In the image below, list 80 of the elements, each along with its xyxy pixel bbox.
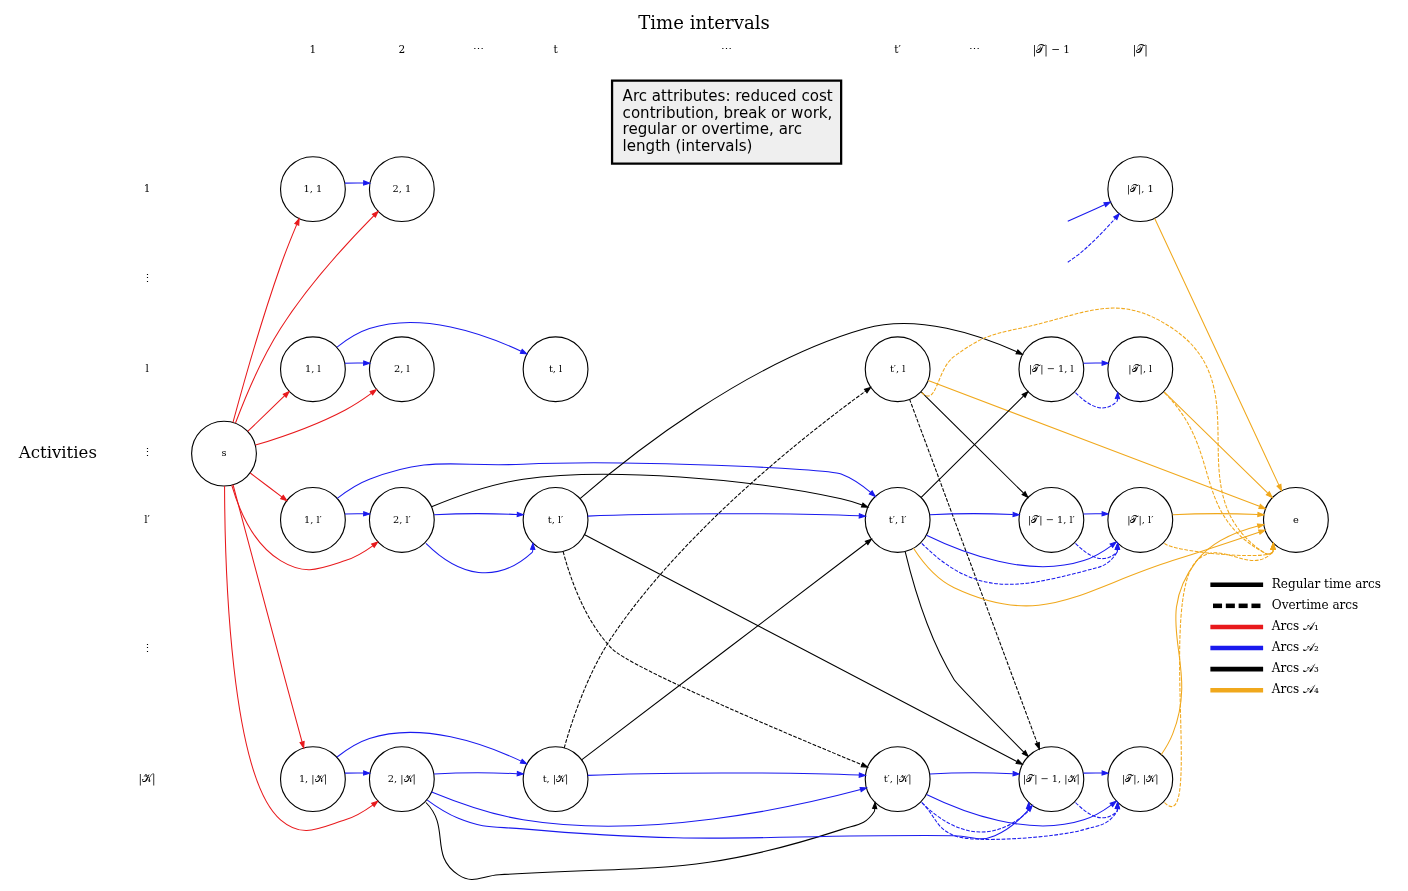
arrow	[927, 380, 1267, 510]
arrow	[336, 321, 529, 355]
arrow	[433, 511, 525, 518]
legend-label: Arcs 𝒜₄	[1271, 682, 1319, 697]
node-circle: s	[191, 420, 257, 487]
legend-label: Overtime arcs	[1271, 597, 1359, 612]
arrow	[1074, 800, 1121, 819]
arrow	[587, 772, 867, 778]
legend-label: Arcs 𝒜₃	[1271, 660, 1319, 675]
arrow	[249, 472, 289, 502]
arrow	[425, 541, 536, 574]
legend-label: Arcs 𝒜₂	[1271, 639, 1319, 654]
label: ⋮	[141, 446, 153, 459]
label: 2	[398, 43, 406, 56]
label: t	[553, 43, 558, 56]
arrow	[232, 217, 300, 423]
arrow	[1082, 510, 1110, 517]
legend-label: Regular time arcs	[1271, 576, 1382, 591]
arrow	[344, 770, 372, 776]
arrow	[563, 386, 872, 749]
arrow	[431, 786, 868, 827]
arrow	[1074, 391, 1121, 409]
arrow	[1074, 541, 1121, 560]
label: t′	[894, 43, 901, 56]
label: ⋯	[721, 43, 733, 56]
arrow	[336, 462, 877, 499]
arrow	[1163, 541, 1276, 808]
arrow	[231, 484, 379, 571]
arrow	[921, 307, 1276, 555]
arrow	[247, 390, 291, 432]
arrow	[579, 322, 1024, 500]
label: ⋯	[969, 43, 981, 56]
arrow	[431, 473, 870, 508]
arrow	[1067, 201, 1112, 222]
arrow	[584, 534, 1024, 766]
arrow	[1163, 392, 1276, 555]
legend-label: Arcs 𝒜₁	[1271, 618, 1319, 633]
label: |𝒯|	[1132, 43, 1148, 56]
label: 1	[143, 181, 151, 194]
label: |𝒦|	[138, 771, 156, 784]
arrow	[1082, 770, 1110, 776]
arrow	[1163, 541, 1276, 557]
arrow	[336, 731, 529, 765]
arrow	[921, 541, 1121, 585]
arrow	[425, 800, 878, 880]
arrow	[344, 360, 372, 366]
arrow	[926, 534, 1118, 568]
arrow	[1163, 391, 1274, 499]
node-circle: 1, |𝒦|	[279, 746, 346, 813]
arrow	[1172, 511, 1266, 518]
node-circle: 1, 1	[279, 156, 346, 223]
node-circle: t, |𝒦|	[522, 746, 589, 813]
diagram-title: Time intervals	[638, 11, 770, 33]
label: l′	[144, 512, 151, 525]
arrow	[929, 770, 1021, 777]
arrow	[344, 510, 372, 517]
label: |𝒯| − 1	[1032, 43, 1071, 56]
arrow	[254, 388, 378, 446]
label: ⋯	[473, 43, 485, 56]
label: ⋮	[141, 642, 153, 655]
node-circle: t, l	[522, 336, 589, 403]
arrow	[433, 770, 525, 777]
arrow	[909, 398, 1040, 751]
arrow	[232, 484, 305, 750]
arrow	[1067, 212, 1121, 263]
label: l	[145, 362, 149, 375]
arrow	[1154, 217, 1283, 493]
label: 1	[309, 43, 317, 56]
arrow	[224, 485, 379, 832]
arrow	[1082, 360, 1110, 366]
label: Activities	[18, 442, 97, 462]
arrow	[929, 511, 1021, 518]
node-box: Arc attributes: reduced cost contribution, break or work, regular or overtime, arc length (intervals)	[610, 79, 843, 165]
arrow	[587, 512, 867, 519]
arrow	[344, 180, 372, 186]
arrow	[921, 800, 1121, 840]
label: ⋮	[141, 271, 153, 284]
arrow	[904, 551, 1030, 758]
arrow	[926, 793, 1118, 827]
arrow	[234, 210, 380, 424]
